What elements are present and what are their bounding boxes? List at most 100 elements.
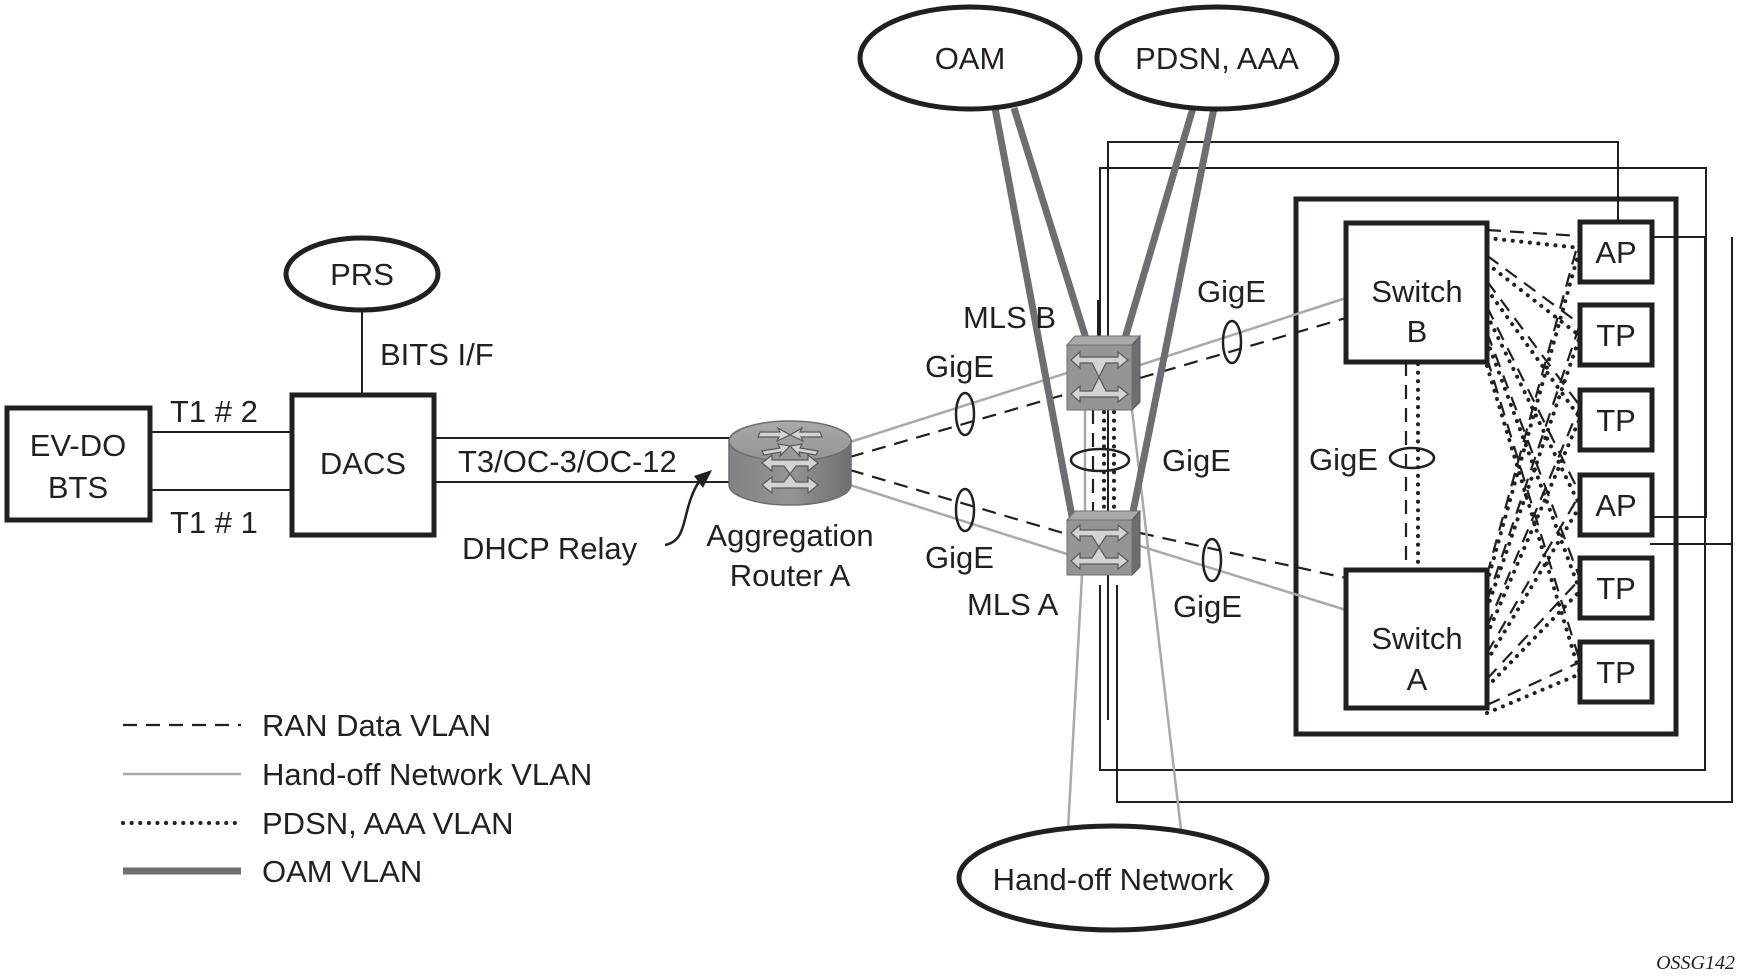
gige-router-mlsb-label: GigE (925, 349, 994, 384)
switch-b-node: Switch B (1343, 220, 1490, 365)
aggregation-router-label-2: Router A (730, 558, 851, 593)
pdsn-link-switch-a (1485, 589, 1582, 689)
gige-mlsb-switchb-label: GigE (1197, 274, 1266, 309)
bits-if-label: BITS I/F (380, 337, 494, 372)
handoff-network-label: Hand-off Network (993, 862, 1234, 897)
tp-label: TP (1596, 655, 1636, 690)
router-cross-arrows-icon (761, 453, 819, 495)
dacs-label: DACS (320, 446, 406, 481)
gige-bundle-markers (954, 319, 1436, 583)
pdsn-link-switch-a (1485, 334, 1582, 611)
router-top-arrows-icon (757, 426, 823, 458)
legend-item-handoff: Hand-off Network VLAN (123, 757, 592, 792)
pdsn-link-switch-a (1485, 416, 1582, 637)
legend-label: RAN Data VLAN (262, 708, 491, 743)
dhcp-relay-label: DHCP Relay (462, 531, 638, 566)
pdsn-aaa-node: PDSN, AAA (1094, 4, 1340, 112)
ap-uplink-loops (1099, 141, 1733, 803)
prs-label: PRS (330, 257, 394, 292)
gige-mlsa-switcha-label: GigE (1173, 589, 1242, 624)
tp-node-1: TP (1577, 302, 1655, 368)
pdsn-link-switch-b (1485, 338, 1582, 593)
aggregation-router-label-1: Aggregation (706, 518, 873, 553)
ap-label: AP (1595, 488, 1636, 523)
pdsn-link-switch-b (1485, 261, 1582, 338)
switch-b-label-1: Switch (1371, 274, 1462, 309)
bundle-mlsa-switcha (1201, 537, 1223, 583)
ap-node-2: AP (1577, 472, 1655, 538)
legend-item-ran-data: RAN Data VLAN (123, 708, 491, 743)
legend-label: OAM VLAN (262, 854, 422, 889)
t1-2-label: T1 # 2 (170, 394, 258, 429)
dhcp-relay-arrow (664, 470, 712, 547)
mls-a-switch-icon (1065, 509, 1142, 577)
legend-item-pdsn-aaa: PDSN, AAA VLAN (121, 806, 514, 841)
switch-interlink (1404, 362, 1420, 572)
ran-link-switch-a (1485, 235, 1582, 576)
router-mls-links (849, 370, 1071, 557)
legend: RAN Data VLAN Hand-off Network VLAN PDSN… (121, 708, 592, 889)
pdsn-link-switch-b (1485, 287, 1582, 420)
t1-1-label: T1 # 1 (170, 505, 258, 540)
ran-link-switch-a (1486, 493, 1581, 654)
switch-a-label-2: A (1407, 662, 1428, 697)
oam-vlan-links (991, 106, 1218, 528)
legend-item-oam: OAM VLAN (123, 854, 422, 889)
mls-b-switch-icon (1065, 334, 1142, 412)
ran-link-switch-a (1486, 661, 1581, 706)
legend-label: Hand-off Network VLAN (262, 757, 592, 792)
left-links (150, 310, 730, 491)
prs-node: PRS (283, 235, 441, 313)
ap-node-1: AP (1577, 219, 1655, 285)
evdo-bts-label-2: BTS (48, 470, 108, 505)
switch-a-node: Switch A (1343, 567, 1490, 711)
tp-node-2: TP (1577, 387, 1655, 453)
switch-b-label-2: B (1407, 314, 1428, 349)
access-point-column: AP TP TP AP TP TP (1577, 219, 1655, 705)
ap-label: AP (1595, 235, 1636, 270)
tp-node-3: TP (1577, 555, 1655, 621)
oam-node: OAM (857, 4, 1083, 112)
equipment-enclosure (1293, 196, 1679, 737)
mls-b-label: MLS B (963, 300, 1056, 335)
switch-ap-tp-links (1485, 228, 1582, 715)
figure-id: OSSG142 (1656, 952, 1735, 974)
switch-a-label-1: Switch (1371, 621, 1462, 656)
bundle-router-mlsb (954, 391, 976, 437)
tp-label: TP (1596, 318, 1636, 353)
pdsn-link-switch-b (1485, 312, 1582, 508)
evdo-bts-node: EV-DO BTS (4, 405, 153, 523)
ran-link-switch-b (1486, 254, 1581, 325)
evdo-bts-label-1: EV-DO (30, 428, 126, 463)
oam-label: OAM (935, 41, 1006, 76)
ran-link-switch-b (1485, 357, 1582, 663)
pdsn-link-switch-b (1485, 236, 1582, 250)
pdsn-aaa-label: PDSN, AAA (1135, 41, 1299, 76)
mls-a-label: MLS A (967, 587, 1059, 622)
gige-router-mlsa-label: GigE (925, 540, 994, 575)
bundle-mlsb-switchb (1221, 319, 1243, 365)
tp-label: TP (1596, 403, 1636, 438)
tp-node-4: TP (1577, 639, 1655, 705)
pdsn-link-switch-a (1485, 672, 1582, 715)
ran-link-switch-b (1486, 306, 1581, 495)
bundle-router-mlsa (954, 487, 976, 533)
pdsn-link-switch-a (1485, 246, 1582, 585)
dacs-node: DACS (289, 392, 437, 538)
link-labels: T1 # 2 T1 # 1 BITS I/F T3/OC-3/OC-12 DHC… (170, 274, 1378, 624)
pdsn-link-switch-b (1485, 364, 1582, 676)
gige-switch-interlink-label: GigE (1309, 442, 1378, 477)
bundle-switch-interlink (1388, 446, 1436, 470)
ran-link-switch-b (1486, 280, 1581, 407)
ran-link-switch-a (1485, 405, 1582, 628)
tp-label: TP (1596, 571, 1636, 606)
t3-oc-label: T3/OC-3/OC-12 (458, 444, 677, 479)
mls-switch-links (1139, 296, 1347, 612)
gige-mls-interlink-label: GigE (1162, 443, 1231, 478)
aggregation-router-icon (728, 420, 852, 506)
ran-link-switch-b (1485, 332, 1582, 580)
handoff-network-node: Hand-off Network (956, 823, 1270, 933)
legend-label: PDSN, AAA VLAN (262, 806, 514, 841)
bundle-mls-interlink (1069, 447, 1131, 473)
